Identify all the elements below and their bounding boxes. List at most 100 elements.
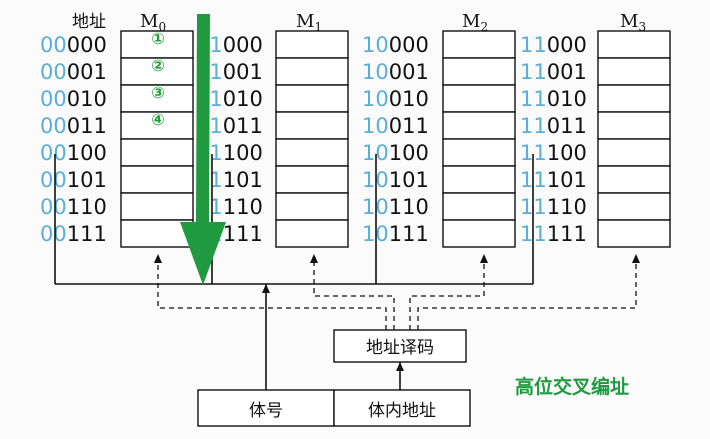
- address-high-bits: 10: [362, 87, 389, 111]
- address-label: 00001: [40, 60, 107, 84]
- memory-cell: [120, 192, 194, 221]
- address-label: 00111: [40, 222, 107, 246]
- address-label: 11100: [520, 141, 587, 165]
- module-label-m0: M0: [140, 11, 166, 34]
- address-high-bits: 00: [40, 87, 67, 111]
- address-label: 10100: [362, 141, 429, 165]
- address-label: 10101: [362, 168, 429, 192]
- address-low-bits: 111: [67, 222, 107, 246]
- memory-cell: [597, 192, 671, 221]
- address-high-bits: 11: [520, 60, 547, 84]
- memory-cell: [120, 138, 194, 167]
- memory-cell: [120, 165, 194, 194]
- memory-cell: [597, 57, 671, 86]
- address-high-bits: 00: [40, 60, 67, 84]
- address-low-bits: 110: [223, 195, 263, 219]
- memory-cell: [275, 192, 349, 221]
- memory-cell: [597, 84, 671, 113]
- step-marker-3: ③: [151, 83, 165, 102]
- decoder-arrowhead: [396, 362, 404, 371]
- module-number-label: 体号: [249, 401, 283, 421]
- memory-module-1: 0100001001010100101101100011010111001111: [196, 30, 349, 248]
- address-decoder-label: 地址译码: [366, 338, 434, 358]
- address-low-bits: 001: [389, 60, 429, 84]
- address-label: 11111: [520, 222, 587, 246]
- address-low-bits: 010: [67, 87, 107, 111]
- memory-cell: [120, 84, 194, 113]
- intra-module-address-field: [333, 389, 471, 427]
- bus-arrowhead: [262, 284, 270, 293]
- module-label-m3: M3: [620, 11, 646, 34]
- address-label: 10000: [362, 33, 429, 57]
- address-label: 00110: [40, 195, 107, 219]
- address-low-bits: 111: [547, 222, 587, 246]
- address-low-bits: 110: [547, 195, 587, 219]
- bus-wiring: [54, 154, 640, 390]
- green-arrow-shape: [180, 14, 226, 285]
- step-marker-1: ①: [151, 29, 165, 48]
- address-label: 11110: [520, 195, 587, 219]
- step-marker-2: ②: [151, 56, 165, 75]
- address-low-bits: 010: [547, 87, 587, 111]
- memory-cell: [597, 30, 671, 59]
- address-low-bits: 101: [547, 168, 587, 192]
- select-line-m1: [313, 256, 395, 330]
- memory-cell: [275, 219, 349, 248]
- address-low-bits: 011: [223, 114, 263, 138]
- address-low-bits: 001: [223, 60, 263, 84]
- address-decoder-box: [333, 329, 467, 363]
- memory-cell: [442, 111, 516, 140]
- address-low-bits: 100: [67, 141, 107, 165]
- address-low-bits: 100: [389, 141, 429, 165]
- select-arrow-m0: [154, 254, 162, 263]
- address-high-bits: 11: [520, 87, 547, 111]
- address-label: 10110: [362, 195, 429, 219]
- memory-cell: [275, 57, 349, 86]
- address-low-bits: 111: [223, 222, 263, 246]
- address-low-bits: 001: [67, 60, 107, 84]
- select-line-m3: [417, 256, 637, 330]
- select-arrow-m2: [480, 254, 488, 263]
- address-low-bits: 010: [389, 87, 429, 111]
- memory-cell: [442, 57, 516, 86]
- address-low-bits: 111: [389, 222, 429, 246]
- address-label: 10011: [362, 114, 429, 138]
- address-header: 地址: [72, 12, 106, 32]
- address-label: 10001: [362, 60, 429, 84]
- address-high-bits: 10: [362, 114, 389, 138]
- diagram-caption: 高位交叉编址: [515, 375, 629, 398]
- address-high-bits: 00: [40, 33, 67, 57]
- select-line-m0: [157, 256, 387, 330]
- memory-cell: [442, 165, 516, 194]
- address-low-bits: 000: [389, 33, 429, 57]
- module-label-m2: M2: [462, 11, 488, 34]
- address-label: 11001: [520, 60, 587, 84]
- address-label: 00101: [40, 168, 107, 192]
- memory-cell: [120, 111, 194, 140]
- address-label: 00011: [40, 114, 107, 138]
- address-low-bits: 011: [67, 114, 107, 138]
- memory-modules: 0000000001000100001100100001010011000111…: [40, 30, 671, 248]
- select-arrow-m1: [310, 254, 318, 263]
- memory-cell: [275, 30, 349, 59]
- address-low-bits: 000: [223, 33, 263, 57]
- intra-module-address-label: 体内地址: [368, 401, 436, 421]
- address-low-bits: 101: [223, 168, 263, 192]
- select-arrow-m3: [632, 254, 640, 263]
- address-high-bits: 00: [40, 168, 67, 192]
- address-high-bits: 00: [40, 141, 67, 165]
- memory-cell: [275, 138, 349, 167]
- address-label: 11011: [520, 114, 587, 138]
- address-low-bits: 100: [223, 141, 263, 165]
- address-high-bits: 10: [362, 60, 389, 84]
- memory-cell: [442, 138, 516, 167]
- sequential-access-arrow: [180, 14, 226, 285]
- memory-cell: [120, 30, 194, 59]
- memory-cell: [597, 138, 671, 167]
- select-line-m2: [409, 256, 485, 330]
- address-high-bits: 00: [40, 222, 67, 246]
- memory-cell: [275, 84, 349, 113]
